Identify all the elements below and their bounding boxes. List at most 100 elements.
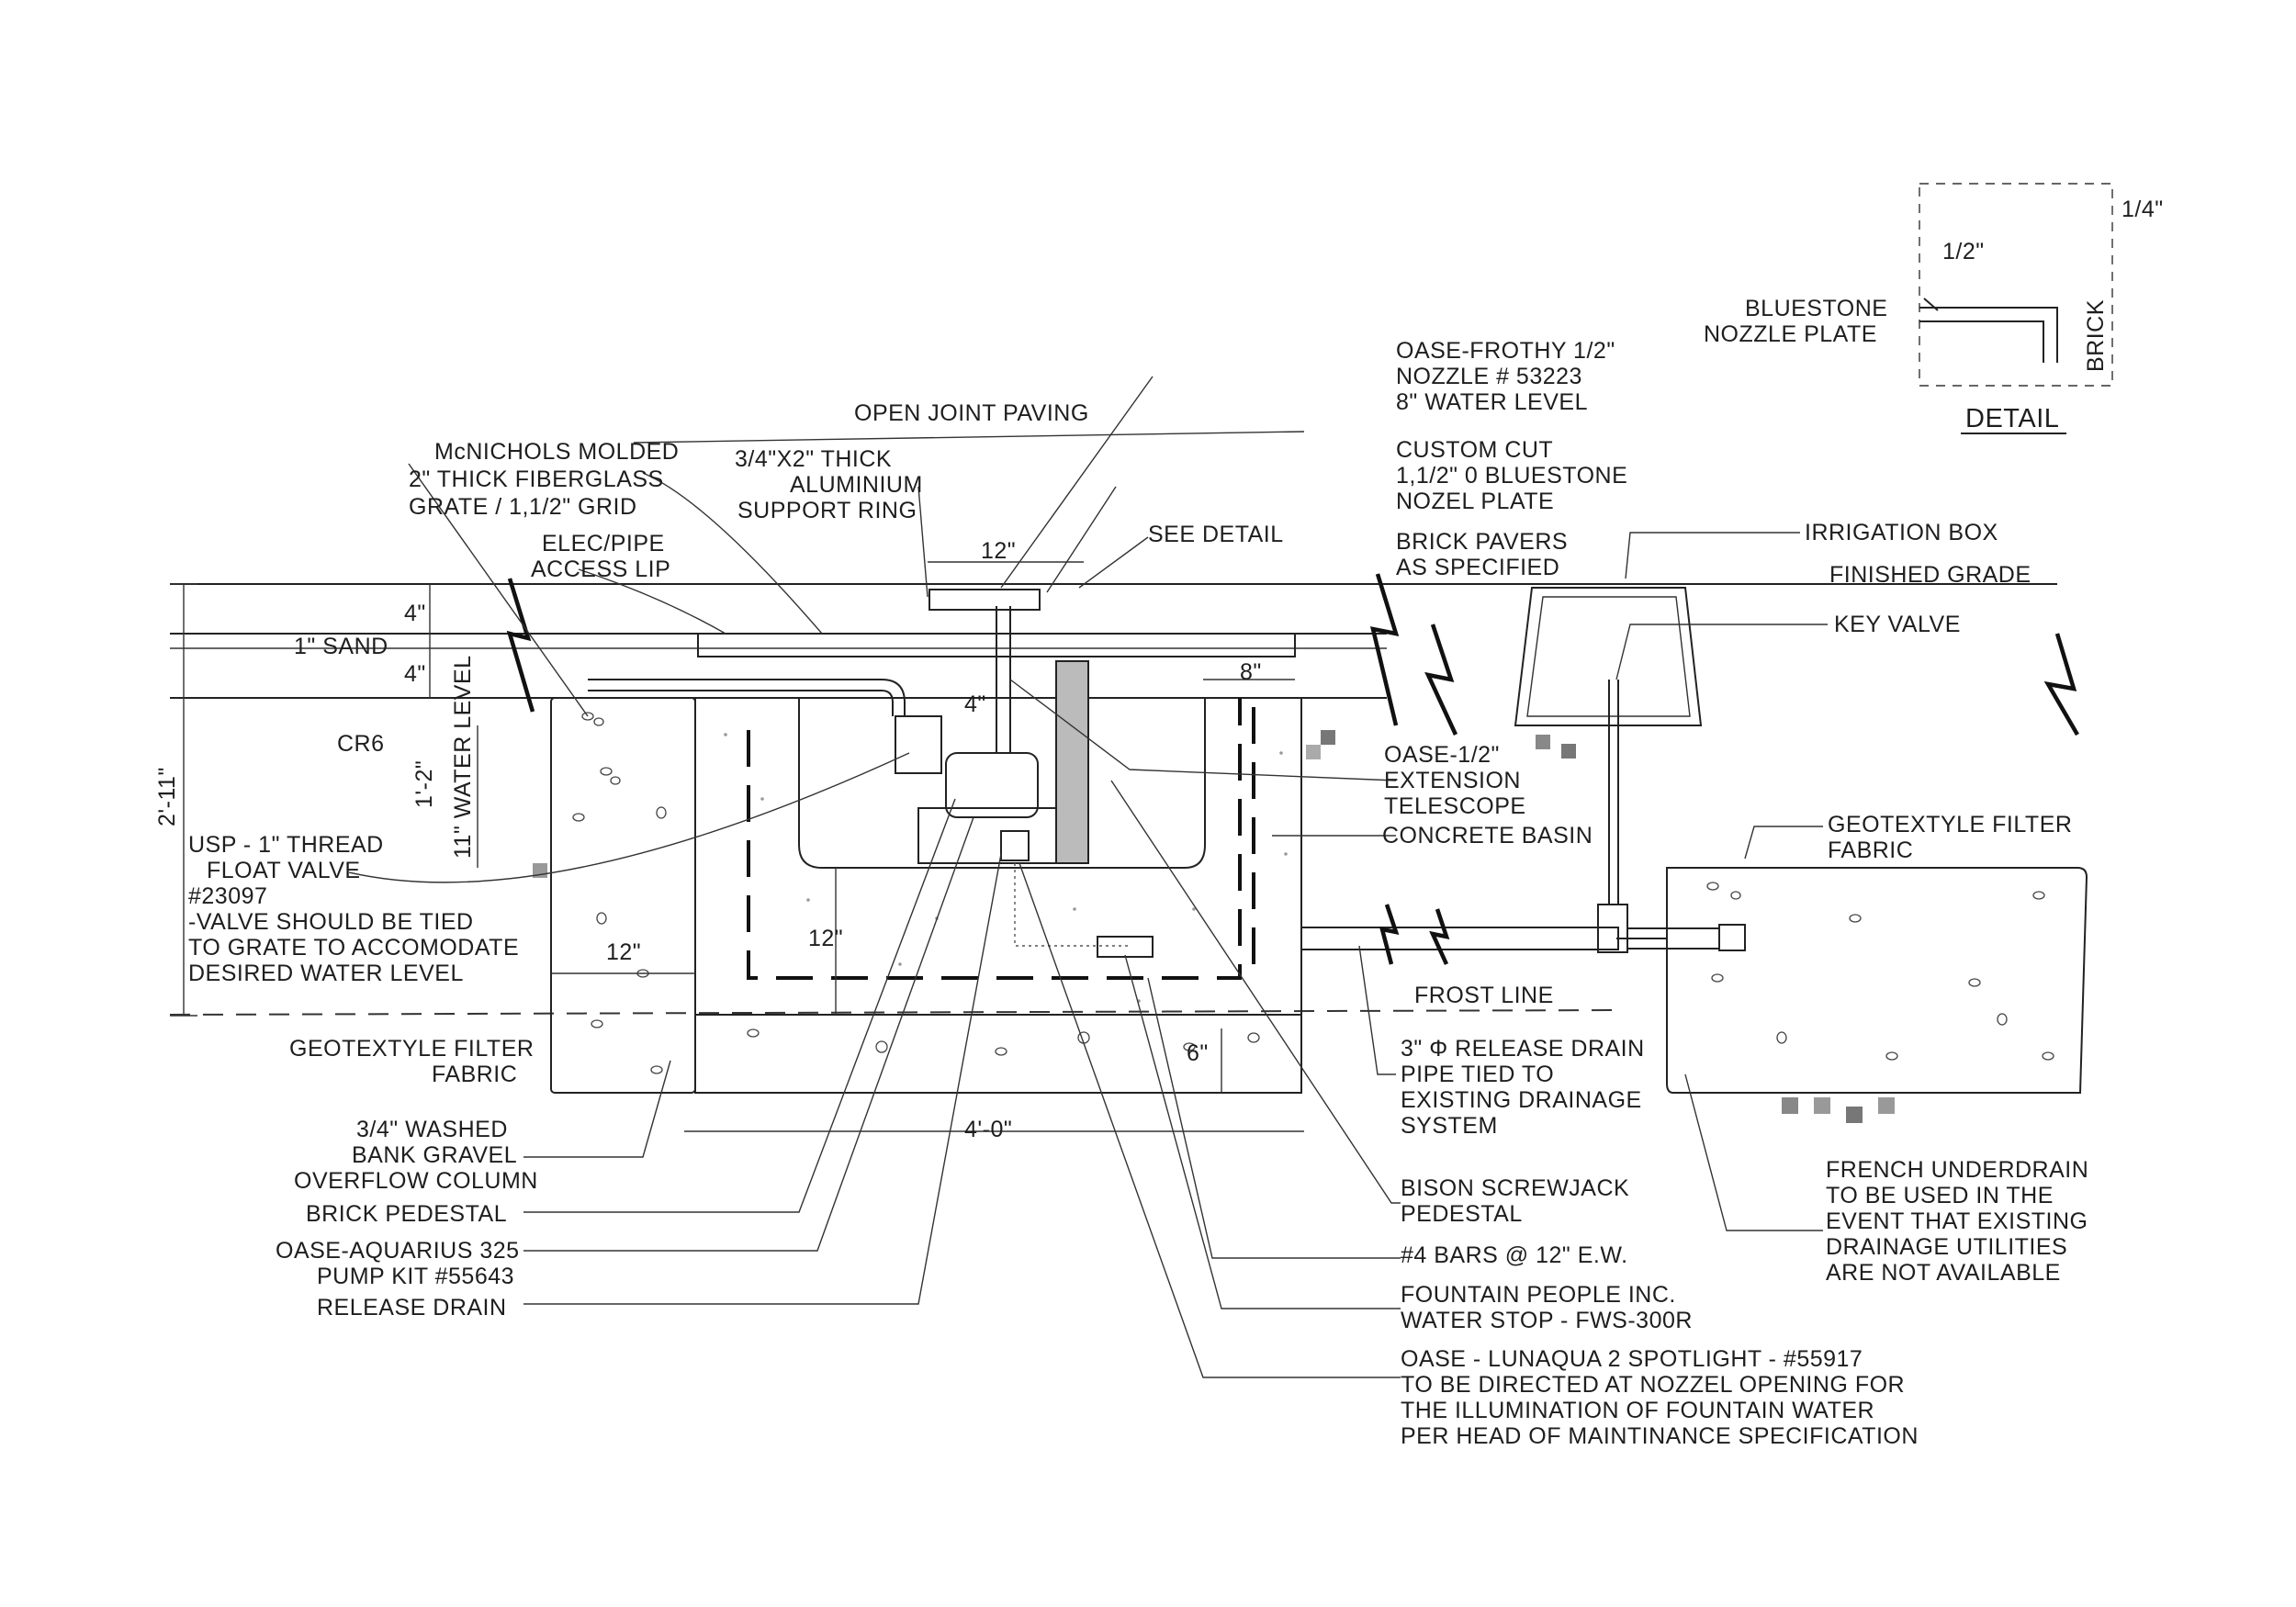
gravel-column-left — [550, 697, 696, 1094]
elec-pipe — [588, 679, 906, 716]
label-rel-pipe-2: PIPE TIED TO — [1401, 1062, 1554, 1087]
label-gravel-3: OVERFLOW COLUMN — [294, 1168, 538, 1194]
label-custom-3: NOZEL PLATE — [1396, 489, 1554, 514]
concrete-basin-outer — [694, 697, 1302, 1094]
detail-inset: BLUESTONE NOZZLE PLATE BRICK 1/2" 1/4" D… — [1704, 183, 2164, 434]
dim-basin-depth: 1'-2" — [411, 760, 437, 808]
label-ring-3: SUPPORT RING — [737, 498, 917, 523]
label-fountain-1: FOUNTAIN PEOPLE INC. — [1401, 1282, 1676, 1308]
detail-plate — [1919, 307, 2058, 363]
release-pipe — [1300, 927, 1619, 950]
label-ring-1: 3/4"X2" THICK — [735, 446, 892, 472]
label-ext-1: OASE-1/2" — [1384, 742, 1500, 768]
label-open-joint-paving: OPEN JOINT PAVING — [854, 400, 1089, 426]
label-usp-3: #23097 — [188, 883, 267, 909]
label-mcnichols-3: GRATE / 1,1/2" GRID — [409, 494, 637, 520]
break-lines — [506, 573, 2079, 965]
label-usp-2: FLOAT VALVE — [207, 858, 361, 883]
basin-slab — [694, 1014, 1302, 1094]
ground-structure — [169, 583, 2088, 1094]
frost-line — [169, 1009, 1617, 1016]
label-see-detail: SEE DETAIL — [1148, 522, 1284, 547]
label-rel-pipe-4: SYSTEM — [1401, 1113, 1498, 1139]
label-rel-pipe-1: 3" Φ RELEASE DRAIN — [1401, 1036, 1645, 1062]
irrigation-box-inner — [1526, 596, 1691, 717]
label-ext-2: EXTENSION — [1384, 768, 1521, 793]
dim-total-height: 2'-11" — [154, 767, 180, 826]
label-mcnichols-1: McNICHOLS MOLDED — [434, 439, 679, 465]
pump-body — [945, 752, 1039, 818]
dimension-texts: 2'-11" 4" 4" 1'-2" 11" WATER LEVEL 12" 4… — [154, 538, 1262, 1142]
annotations: OPEN JOINT PAVING McNICHOLS MOLDED 2" TH… — [188, 338, 2088, 1449]
label-usp-1: USP - 1" THREAD — [188, 832, 384, 858]
water-stop — [1097, 936, 1154, 958]
label-usp-5: TO GRATE TO ACCOMODATE — [188, 935, 519, 961]
float-valve — [895, 715, 942, 774]
label-pavers-1: BRICK PAVERS — [1396, 529, 1568, 555]
detail-bluestone-1: BLUESTONE — [1745, 296, 1887, 321]
dim-basin-width: 4'-0" — [964, 1117, 1012, 1142]
nozzle — [929, 589, 1041, 611]
detail-quarter: 1/4" — [2122, 197, 2164, 222]
label-frothy-2: NOZZLE # 53223 — [1396, 364, 1582, 389]
dim-pump-height: 4" — [964, 691, 986, 717]
label-usp-6: DESIRED WATER LEVEL — [188, 961, 464, 986]
label-irrigation-box: IRRIGATION BOX — [1805, 520, 1998, 545]
basin-chamber — [798, 698, 1206, 869]
label-usp-4: -VALVE SHOULD BE TIED — [188, 909, 474, 935]
label-release-drain: RELEASE DRAIN — [317, 1295, 507, 1320]
gravel-pebbles — [572, 712, 2054, 1074]
dim-gravel-width: 12" — [606, 939, 641, 965]
label-bison-1: BISON SCREWJACK — [1401, 1175, 1629, 1201]
label-key-valve: KEY VALVE — [1834, 612, 1961, 637]
label-french-2: TO BE USED IN THE — [1826, 1183, 2054, 1208]
dim-water-level: 11" WATER LEVEL — [450, 655, 476, 859]
detail-bluestone-2: NOZZLE PLATE — [1704, 321, 1877, 347]
dim-nozzle-width: 12" — [981, 538, 1016, 564]
label-frothy-3: 8" WATER LEVEL — [1396, 389, 1588, 415]
leader-lines — [348, 376, 1828, 1378]
label-ext-3: TELESCOPE — [1384, 793, 1526, 819]
detail-leader — [1923, 298, 1939, 311]
label-bison-2: PEDESTAL — [1401, 1201, 1523, 1227]
spotlight — [1000, 830, 1030, 861]
label-french-5: ARE NOT AVAILABLE — [1826, 1260, 2061, 1286]
label-brick-pedestal: BRICK PEDESTAL — [306, 1201, 507, 1227]
label-cr6: CR6 — [337, 731, 385, 757]
dim-paving: 4" — [404, 601, 426, 626]
label-lunaqua-2: TO BE DIRECTED AT NOZZEL OPENING FOR — [1401, 1372, 1905, 1398]
irrigation-box — [1514, 587, 1703, 726]
dimension-lines — [170, 431, 1305, 1132]
detail-half: 1/2" — [1942, 239, 1985, 264]
label-custom-2: 1,1/2" 0 BLUESTONE — [1396, 463, 1627, 489]
concrete-specks — [724, 733, 1288, 1003]
elec-pipe-2 — [588, 690, 894, 716]
rebar-loop — [747, 698, 1242, 980]
label-geotex-right-1: GEOTEXTYLE FILTER — [1828, 812, 2072, 837]
label-gravel-2: BANK GRAVEL — [352, 1142, 517, 1168]
brick-pedestal — [1055, 660, 1089, 864]
dim-base: 4" — [404, 661, 426, 687]
detail-title: DETAIL — [1965, 404, 2059, 433]
label-lunaqua-4: PER HEAD OF MAINTINANCE SPECIFICATION — [1401, 1423, 1919, 1449]
label-frothy-1: OASE-FROTHY 1/2" — [1396, 338, 1615, 364]
label-pump-2: PUMP KIT #55643 — [317, 1264, 514, 1289]
label-elec-1: ELEC/PIPE — [542, 531, 665, 556]
spotlight-cable — [1014, 863, 1130, 947]
label-concrete-basin: CONCRETE BASIN — [1382, 823, 1593, 848]
label-bars: #4 BARS @ 12" E.W. — [1401, 1242, 1628, 1268]
label-lunaqua-3: THE ILLUMINATION OF FOUNTAIN WATER — [1401, 1398, 1874, 1423]
label-lunaqua-1: OASE - LUNAQUA 2 SPOTLIGHT - #55917 — [1401, 1346, 1863, 1372]
french-drain-gravel — [1666, 867, 2088, 1094]
label-ring-2: ALUMINIUM — [790, 472, 923, 498]
label-rel-pipe-3: EXISTING DRAINAGE — [1401, 1087, 1642, 1113]
label-sand: 1" SAND — [294, 634, 388, 659]
dim-wall-thickness: 8" — [1240, 659, 1262, 685]
label-french-1: FRENCH UNDERDRAIN — [1826, 1157, 2088, 1183]
grey-patches — [533, 730, 1895, 1123]
label-geotex-right-2: FABRIC — [1828, 837, 1913, 863]
label-pump-1: OASE-AQUARIUS 325 — [276, 1238, 520, 1264]
label-geotex-left-1: GEOTEXTYLE FILTER — [289, 1036, 534, 1062]
label-gravel-1: 3/4" WASHED — [356, 1117, 508, 1142]
